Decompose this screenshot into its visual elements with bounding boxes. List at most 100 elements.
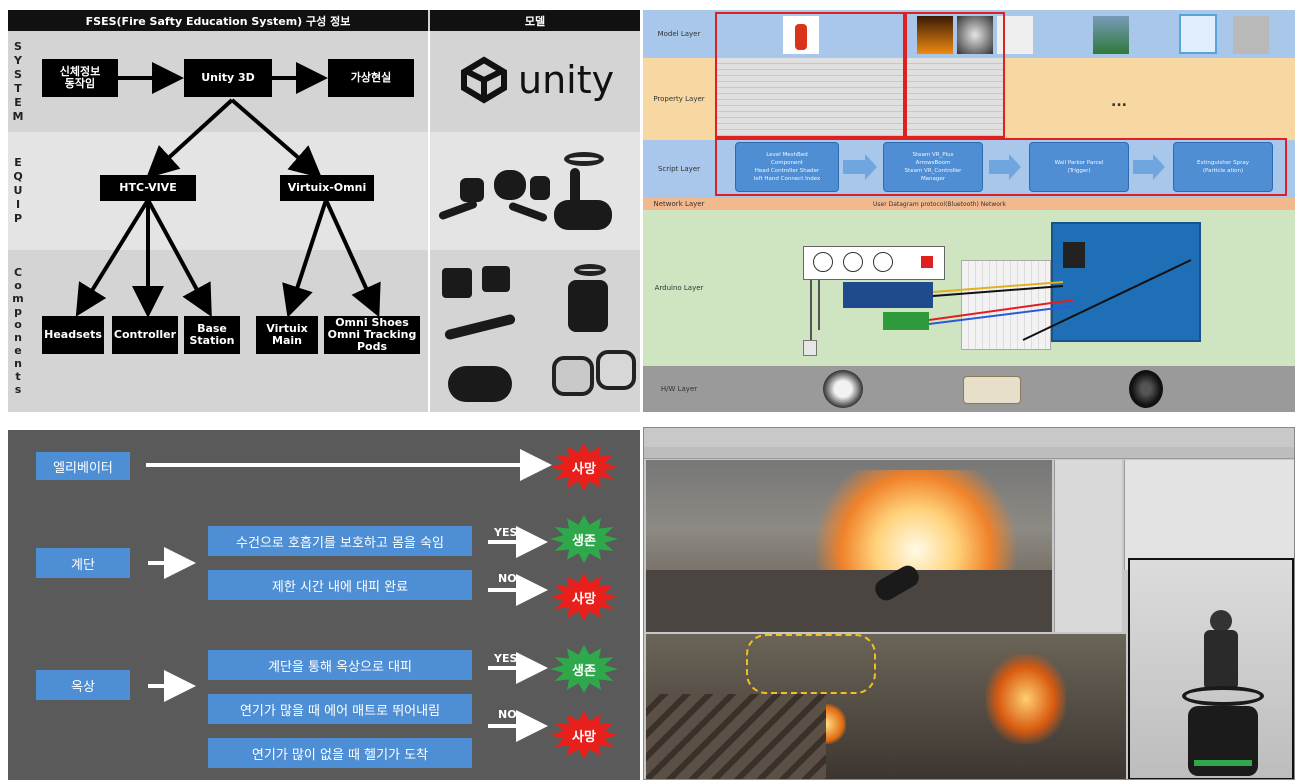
stairs-option-2: 제한 시간 내에 대피 완료 <box>208 570 472 600</box>
unity-logo-text: unity <box>518 58 615 102</box>
stairs-box: 계단 <box>36 548 130 578</box>
unity-editor-screenshot <box>643 427 1295 780</box>
evacuation-flow-diagram: 엘리베이터 계단 옥상 수건으로 호흡기를 보호하고 몸을 숙임 제한 시간 내… <box>8 430 640 780</box>
blower-hw-image <box>1129 370 1163 408</box>
death-label-3: 사망 <box>572 729 596 745</box>
box-virtual-reality: 가상현실 <box>328 59 414 97</box>
components-letter: C <box>13 266 23 279</box>
box-htc-vive: HTC-VIVE <box>100 175 196 201</box>
system-letter: M <box>12 109 24 123</box>
roof-thumb <box>1093 16 1129 54</box>
death-burst-3 <box>550 711 618 759</box>
components-letter: o <box>14 279 22 292</box>
unity-cube-icon <box>461 56 507 104</box>
arduino-layer-label: Arduino Layer <box>654 284 704 292</box>
roof-option-2: 연기가 많을 때 에어 매트로 뛰어내림 <box>208 694 472 724</box>
fses-composition-diagram: FSES(Fire Safty Education System) 구성 정보 … <box>8 10 640 412</box>
script-highlight <box>715 138 1287 196</box>
equip-letter: Q <box>13 170 23 183</box>
editor-toolbar <box>644 447 1294 459</box>
system-letter: T <box>14 81 22 95</box>
system-letter: Y <box>14 53 22 67</box>
model-highlight-left <box>715 12 905 138</box>
unity-logo: unity <box>458 54 614 106</box>
smoke-thumb <box>957 16 993 54</box>
fses-arrows <box>75 62 381 318</box>
box-unity3d: Unity 3D <box>184 59 272 97</box>
system-layer-diagram: Model Layer Property Layer Script Layer … <box>643 10 1295 412</box>
components-letter: n <box>14 331 22 344</box>
property-ellipsis: ... <box>1111 94 1127 110</box>
roof-box: 옥상 <box>36 670 130 700</box>
box-controller: Controller <box>112 316 178 354</box>
flow-arrows <box>146 449 552 742</box>
extinguisher-thumb <box>783 16 819 54</box>
network-layer-label: Network Layer <box>653 200 705 208</box>
roof-no-label: NO <box>498 708 517 721</box>
components-letter: n <box>14 357 22 370</box>
stairs-option-1: 수건으로 호흡기를 보호하고 몸을 숙임 <box>208 526 472 556</box>
survive-burst-1 <box>550 515 618 563</box>
system-letter: E <box>14 95 22 109</box>
hw-layer-label: H/W Layer <box>660 385 698 393</box>
components-letter: e <box>14 344 22 357</box>
stairs-thumb <box>1233 16 1269 54</box>
components-letter: t <box>15 370 21 383</box>
roof-option-3: 연기가 많이 없을 때 헬기가 도착 <box>208 738 472 768</box>
elevator-box: 엘리베이터 <box>36 452 130 480</box>
survive-label-2: 생존 <box>572 663 596 679</box>
property-layer-label: Property Layer <box>653 95 705 103</box>
script-arrows <box>843 154 1165 180</box>
scene-view <box>646 460 1052 632</box>
components-letter: o <box>14 318 22 331</box>
editor-title-bar <box>644 428 1294 438</box>
components-letter: p <box>14 305 22 318</box>
equip-letter: P <box>13 212 23 225</box>
script-layer-label: Script Layer <box>657 165 701 173</box>
elevator-thumb <box>1179 14 1217 54</box>
fire-thumb <box>917 16 953 54</box>
script-box-3: Wall Parkor Parcel (Trigger) <box>1029 142 1129 192</box>
editor-menu-bar <box>644 438 1294 447</box>
script-box-2: Steam VR_Plus ArrowsBoom Steam VR_Contro… <box>883 142 983 192</box>
game-view <box>646 634 1126 779</box>
inspector-panel <box>1124 460 1294 570</box>
death-label-2: 사망 <box>572 591 596 607</box>
stairs-no-label: NO <box>498 572 517 585</box>
equip-letter: U <box>13 184 23 197</box>
system-letter: S <box>14 39 22 53</box>
network-layer: Network Layer User Datagram protocol(Blu… <box>643 198 1295 210</box>
player-photo <box>1128 558 1294 779</box>
box-omni-shoes: Omni Shoes Omni Tracking Pods <box>324 316 420 354</box>
script-box-1: Level MeshBed Component Head Controller … <box>735 142 839 192</box>
box-body-info: 신체정보 동작임 <box>42 59 118 97</box>
script-box-4: Extinguisher Spray (Particle ation) <box>1173 142 1273 192</box>
system-letter: S <box>14 67 22 81</box>
hierarchy-panel <box>1054 460 1122 632</box>
fses-header: FSES(Fire Safty Education System) 구성 정보 <box>8 10 428 31</box>
box-virtuix-main: Virtuix Main <box>256 316 318 354</box>
network-text: User Datagram protocol(Bluetooth) Networ… <box>873 200 1006 208</box>
box-base-station: Base Station <box>184 316 240 354</box>
roof-option-1: 계단을 통해 옥상으로 대피 <box>208 650 472 680</box>
sensor-hw-image <box>963 376 1021 404</box>
property-panel-right <box>905 58 1005 140</box>
death-label-1: 사망 <box>572 461 596 477</box>
components-letter: m <box>12 292 24 305</box>
equip-letter: E <box>14 156 22 169</box>
fan-hw-image <box>823 370 863 408</box>
model-highlight-right <box>905 12 1005 138</box>
components-letter: s <box>14 383 22 396</box>
box-headsets: Headsets <box>42 316 104 354</box>
divider <box>428 31 430 412</box>
death-burst-2 <box>550 573 618 621</box>
roof-yes-label: YES <box>494 652 518 665</box>
survive-label-1: 생존 <box>572 533 596 549</box>
model-layer-label: Model Layer <box>657 30 701 38</box>
survive-burst-2 <box>550 645 618 693</box>
equip-letter: I <box>15 198 21 211</box>
model-header: 모델 <box>430 10 640 31</box>
